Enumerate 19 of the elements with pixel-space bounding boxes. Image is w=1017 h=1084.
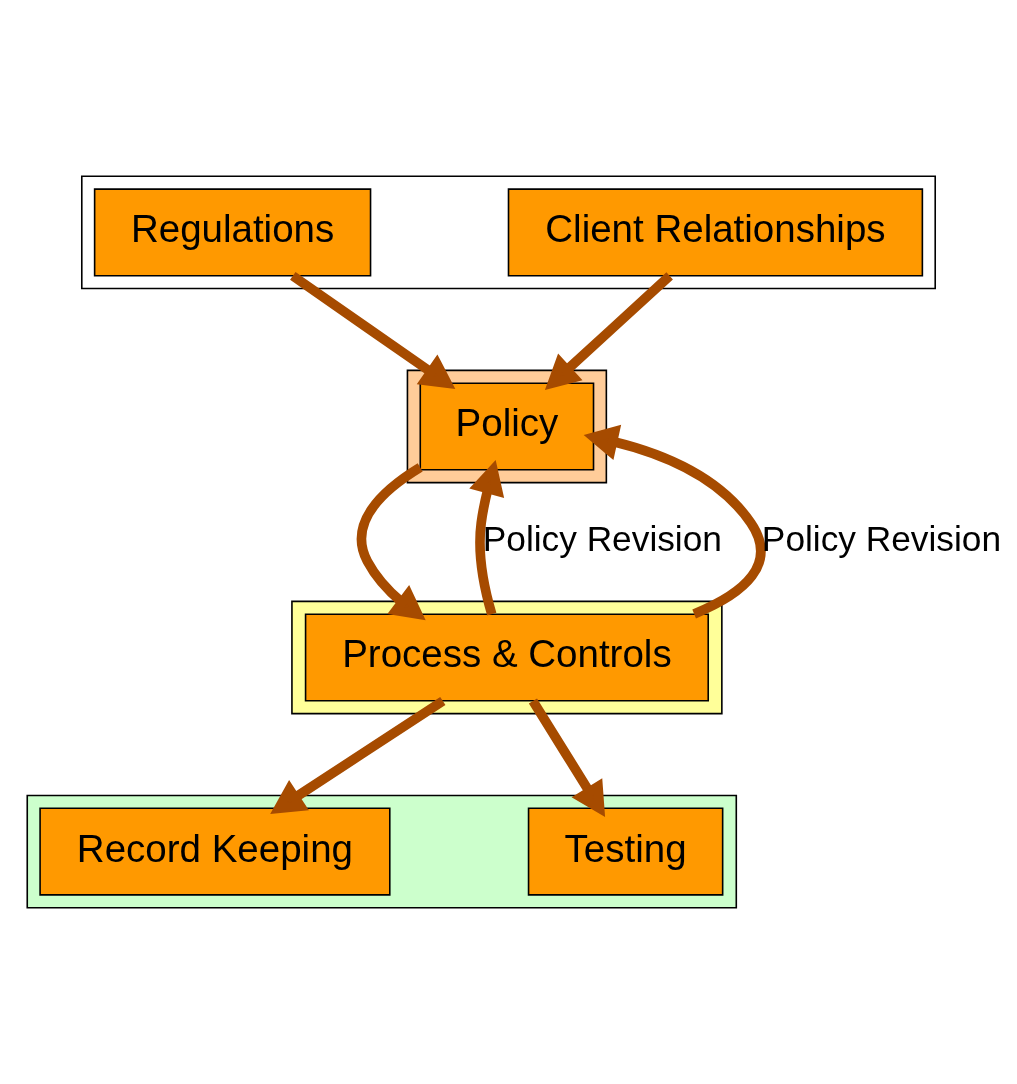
node-box: Client Relationships [507, 188, 924, 277]
arrow [356, 463, 426, 621]
cluster [26, 794, 738, 909]
arrow [469, 460, 505, 616]
node-box: Record Keeping [39, 807, 391, 896]
cluster [81, 175, 936, 290]
node-box: Testing [527, 807, 724, 896]
node-box: Policy [419, 382, 595, 471]
arrow [290, 271, 456, 390]
cluster [406, 369, 608, 484]
node-box: Regulations [93, 188, 372, 277]
node-box: Process & Controls [304, 613, 709, 702]
arrow [270, 696, 446, 814]
cluster [291, 600, 723, 715]
arrow [528, 698, 606, 817]
arrow [583, 424, 766, 619]
edge-label: Policy Revision [482, 518, 722, 558]
edge-label: Policy Revision [761, 518, 1002, 558]
arrow [544, 272, 673, 391]
